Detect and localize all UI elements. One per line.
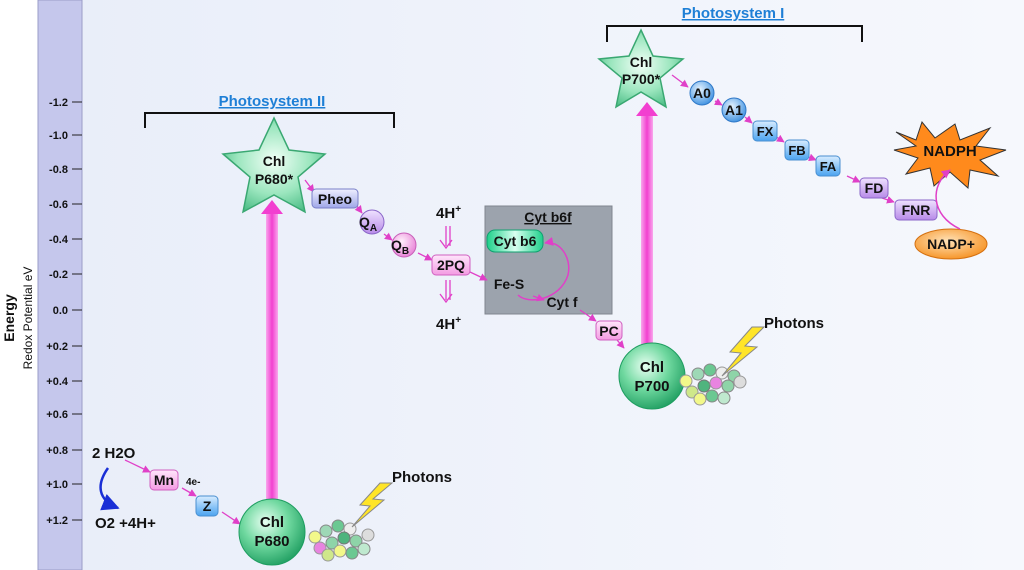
psI-label: Photosystem I (682, 5, 785, 22)
psII-antenna-cluster (308, 519, 375, 562)
psII-excitation-arrow (266, 212, 278, 502)
p680-line2: P680 (254, 533, 289, 550)
tick-label: +1.2 (46, 515, 68, 527)
energy-axis-bar (37, 0, 83, 570)
p680-line1: Chl (260, 514, 284, 531)
fe-s-label: Fe-S (494, 276, 524, 292)
tick-label: 0.0 (53, 305, 68, 317)
p700-line1: Chl (640, 359, 664, 376)
tick-label: +0.4 (46, 376, 69, 388)
four-e-label: 4e- (186, 477, 200, 488)
p700-star-line1: Chl (630, 54, 653, 70)
a0-label: A0 (693, 85, 711, 101)
fx-label: FX (757, 124, 774, 139)
tick-label: -0.8 (49, 164, 68, 176)
pq-label: 2PQ (437, 257, 465, 273)
qb-node (391, 232, 417, 258)
pc-label: PC (599, 323, 618, 339)
fa-label: FA (820, 159, 837, 174)
qa-label: QA (359, 214, 377, 234)
mn-node (149, 469, 179, 491)
fx-node (752, 120, 778, 142)
photons-psI-label: Photons (764, 315, 824, 332)
p700-star-node (597, 28, 685, 109)
cyt-b6-node (486, 229, 544, 253)
pheo-node (311, 188, 359, 209)
fnr-label: FNR (902, 202, 931, 218)
p700-star-line2: P700* (622, 71, 661, 87)
tick-label: +1.0 (46, 479, 68, 491)
cyt-b6f-title: Cyt b6f (524, 209, 572, 225)
fb-node (784, 139, 810, 161)
nadp-node (914, 228, 988, 260)
a1-node (721, 97, 747, 123)
cyt-b6-label: Cyt b6 (494, 233, 537, 249)
nadp-label: NADP+ (927, 236, 975, 252)
psI-excitation-arrow (641, 114, 653, 346)
tick-label: +0.2 (46, 341, 68, 353)
psII-excitation-arrowhead (261, 200, 283, 214)
pq-node (431, 254, 471, 276)
z-node (195, 495, 219, 517)
nadp-reduction-arrow (935, 169, 961, 230)
p700-node (618, 342, 686, 410)
fd-label: FD (865, 180, 884, 196)
p680-star-line2: P680* (255, 171, 294, 187)
axis-title: Energy (1, 294, 17, 342)
p680-star-node (221, 116, 327, 214)
a0-node (689, 80, 715, 106)
fd-node (859, 177, 889, 199)
mn-label: Mn (154, 472, 174, 488)
oxygen-label: O2 +4H+ (95, 515, 156, 532)
nadph-label: NADPH (923, 143, 976, 160)
cyt-f-label: Cyt f (546, 294, 577, 310)
z-label: Z (203, 498, 212, 514)
p700-line2: P700 (634, 378, 669, 395)
psI-excitation-arrowhead (636, 102, 658, 116)
tick-label: -0.6 (49, 199, 68, 211)
p680-star-line1: Chl (263, 153, 286, 169)
axis-ticks: -1.2 -1.0 -0.8 -0.6 -0.4 -0.2 0.0 +0.2 +… (46, 97, 82, 527)
p680-node (238, 498, 306, 566)
psI-lightning-icon (721, 326, 766, 377)
psII-label: Photosystem II (219, 93, 326, 110)
tick-label: +0.8 (46, 445, 68, 457)
psI-bracket (606, 25, 863, 42)
tick-label: -1.0 (49, 130, 68, 142)
tick-label: +0.6 (46, 409, 68, 421)
h-plus-top: 4H+ (436, 204, 461, 222)
qa-node (359, 209, 385, 235)
fb-label: FB (788, 143, 805, 158)
pheo-label: Pheo (318, 191, 352, 207)
q-cycle-arrow (517, 237, 570, 301)
proton-arrows (439, 226, 453, 304)
h-plus-bottom: 4H+ (436, 315, 461, 333)
axis-subtitle: Redox Potential eV (21, 267, 35, 370)
pc-node (595, 320, 623, 341)
nadph-burst (893, 120, 1007, 190)
fnr-node (894, 199, 938, 221)
water-split-arrow (99, 467, 120, 511)
psI-antenna-cluster (679, 363, 747, 406)
tick-label: -1.2 (49, 97, 68, 109)
a1-label: A1 (725, 102, 743, 118)
qb-label: QB (391, 237, 409, 257)
tick-label: -0.4 (49, 234, 69, 246)
photons-psII-label: Photons (392, 469, 452, 486)
water-label: 2 H2O (92, 445, 136, 462)
psII-bracket (144, 112, 395, 128)
fa-node (815, 155, 841, 177)
tick-label: -0.2 (49, 269, 68, 281)
psII-lightning-icon (351, 482, 394, 528)
